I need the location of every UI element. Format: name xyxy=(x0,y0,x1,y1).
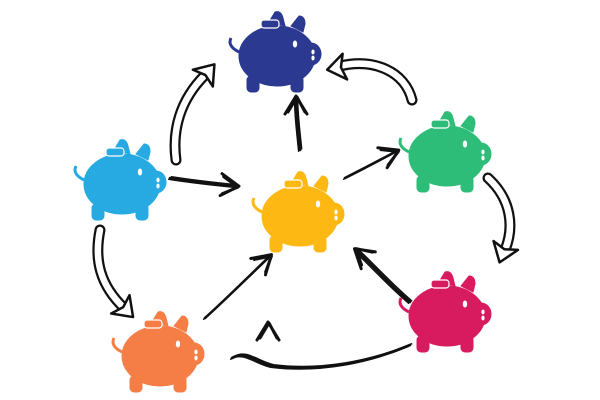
arrow-blue-to-navy xyxy=(169,63,216,166)
piggy-bank-magenta xyxy=(398,270,493,354)
piggy-bank-green xyxy=(398,110,493,194)
edges-layer xyxy=(92,52,520,370)
arrow-green-to-navy xyxy=(325,52,418,106)
arrow-yellow-to-navy xyxy=(283,94,309,152)
piggy-bank-blue xyxy=(73,138,168,222)
piggy-bank-navy xyxy=(228,10,323,94)
arrow-orange-to-yellow xyxy=(202,253,273,320)
arrow-green-to-magenta xyxy=(482,172,520,264)
arrow-magenta-to-orange xyxy=(229,320,413,370)
arrow-yellow-to-green xyxy=(342,146,401,180)
piggy-bank-orange xyxy=(111,310,206,394)
arrow-magenta-to-yellow xyxy=(352,247,413,304)
arrow-blue-to-orange xyxy=(92,224,135,319)
arrow-blue-to-yellow xyxy=(167,172,241,198)
nodes-layer xyxy=(73,10,493,394)
piggy-bank-yellow xyxy=(251,170,346,254)
